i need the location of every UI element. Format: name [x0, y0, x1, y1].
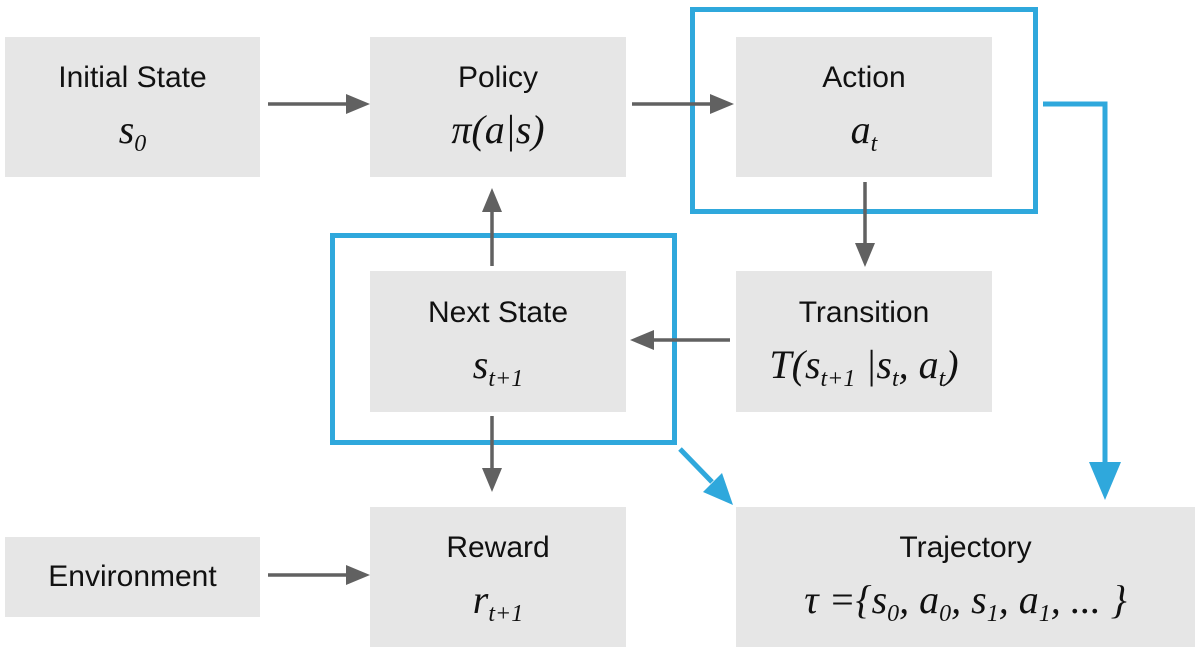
trajectory-formula: τ ={s0, a0, s1, a1, ... }	[804, 577, 1127, 627]
next-state-formula: st+1	[472, 341, 524, 392]
trajectory-node: Trajectory τ ={s0, a0, s1, a1, ... }	[736, 507, 1195, 647]
reward-label: Reward	[446, 531, 550, 564]
arrow-transition-to-next-state	[630, 330, 730, 350]
environment-label: Environment	[48, 560, 217, 593]
arrow-action-to-trajectory	[1043, 101, 1121, 500]
reward-node: Reward rt+1	[370, 507, 626, 647]
arrow-next-state-to-policy	[482, 188, 502, 266]
initial-state-node: Initial State s0	[5, 37, 260, 177]
environment-node: Environment	[5, 537, 260, 617]
next-state-node: Next State st+1	[370, 271, 626, 412]
action-formula: at	[850, 107, 878, 157]
action-node: Action at	[736, 37, 992, 177]
transition-formula: T(st+1 |st, at)	[769, 341, 959, 392]
transition-label: Transition	[798, 295, 930, 329]
arrow-action-to-transition	[855, 182, 875, 267]
arrow-next-state-to-trajectory	[678, 447, 733, 505]
initial-state-formula: s0	[118, 107, 147, 157]
reward-formula: rt+1	[472, 577, 524, 627]
next-state-label: Next State	[427, 295, 569, 329]
trajectory-label: Trajectory	[899, 531, 1032, 564]
arrow-initial-to-policy	[268, 94, 370, 114]
arrow-policy-to-action	[632, 94, 734, 114]
transition-node: Transition T(st+1 |st, at)	[736, 271, 992, 412]
arrow-environment-to-reward	[268, 565, 370, 585]
arrow-next-state-to-reward	[482, 416, 502, 492]
policy-label: Policy	[457, 61, 539, 94]
initial-state-label: Initial State	[58, 61, 207, 94]
policy-node: Policy π(a|s)	[370, 37, 626, 177]
policy-formula: π(a|s)	[451, 107, 545, 152]
action-label: Action	[822, 61, 906, 94]
